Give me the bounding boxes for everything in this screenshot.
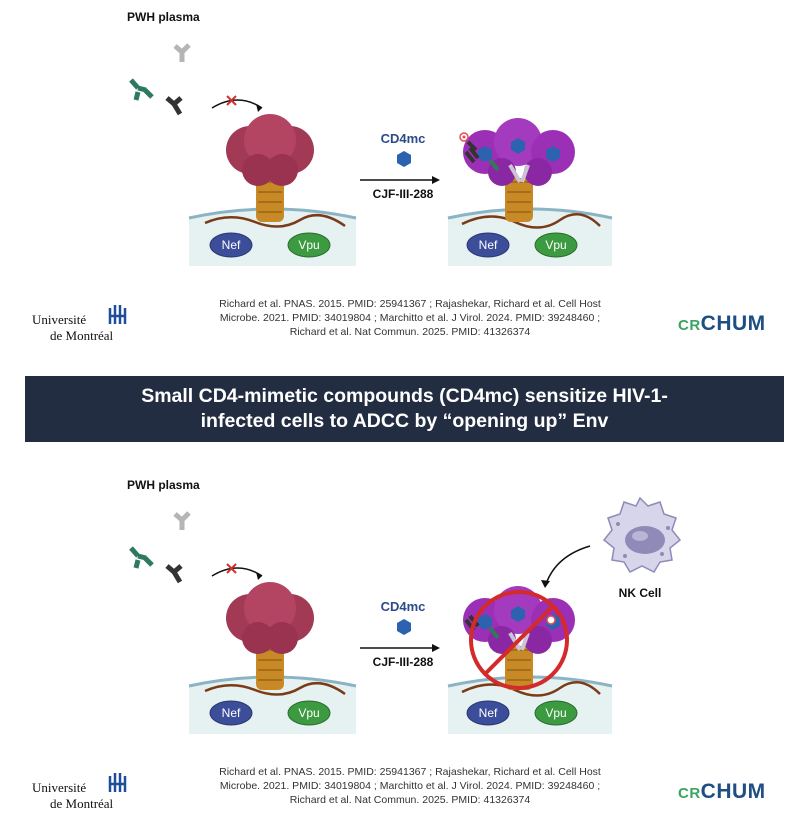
nk-cell-icon xyxy=(602,496,682,573)
crchum-logo-cr: CR xyxy=(678,785,701,802)
prohibition-icon xyxy=(469,590,569,690)
reference-line: Richard et al. Nat Commun. 2025. PMID: 4… xyxy=(289,794,531,806)
reference-line: Microbe. 2021. PMID: 34019804 ; Marchitt… xyxy=(219,780,601,792)
bottom-panel: Nef Vpu Nef Vpu PWH plasma CD4mc CJF-III… xyxy=(0,468,810,823)
cd4mc-bound-1 xyxy=(478,614,492,630)
udem-emblem-icon xyxy=(108,773,127,792)
nef-oval-left xyxy=(209,232,253,258)
vpu-label-right: Vpu xyxy=(545,706,566,720)
reference-line: Richard et al. PNAS. 2015. PMID: 2594136… xyxy=(219,766,601,778)
antibody-gray xyxy=(173,43,191,62)
env-trimer-open xyxy=(459,118,575,222)
reaction-arrow xyxy=(360,176,440,184)
blocked-arrow xyxy=(211,563,263,580)
nef-label-right: Nef xyxy=(479,706,498,720)
cd4mc-bound-2 xyxy=(511,138,525,154)
antibody-dark xyxy=(165,96,183,116)
plasma-label: PWH plasma xyxy=(127,478,200,492)
title-banner: Small CD4-mimetic compounds (CD4mc) sens… xyxy=(25,376,784,442)
vpu-oval-right xyxy=(534,700,578,726)
udem-logo-line2: de Montréal xyxy=(50,328,114,343)
vpu-label-left: Vpu xyxy=(298,706,319,720)
drug-code: CJF-III-288 xyxy=(372,655,434,669)
udem-logo: Université de Montréal xyxy=(32,300,142,345)
drug-name: CD4mc xyxy=(380,599,426,614)
references: Richard et al. PNAS. 2015. PMID: 2594136… xyxy=(195,765,625,807)
nef-oval-right xyxy=(466,700,510,726)
vpu-oval-right xyxy=(534,232,578,258)
reference-line: Microbe. 2021. PMID: 34019804 ; Marchitt… xyxy=(219,312,601,324)
udem-logo-line1: Université xyxy=(32,780,87,795)
vpu-label-left: Vpu xyxy=(298,238,319,252)
crchum-logo: CRCHUM xyxy=(678,780,766,804)
nef-oval-right xyxy=(466,232,510,258)
crchum-logo: CRCHUM xyxy=(678,312,766,336)
env-trimer-closed xyxy=(226,114,314,222)
reaction-arrow xyxy=(360,644,440,652)
cd4mc-bound-1 xyxy=(478,146,492,162)
antibody-green xyxy=(129,546,154,569)
vpu-oval-left xyxy=(287,232,331,258)
env-trimer-open xyxy=(463,586,575,690)
top-diagram: Nef Vpu Nef Vpu xyxy=(129,43,613,266)
drug-name: CD4mc xyxy=(380,131,426,146)
nk-arrow xyxy=(541,545,591,588)
nef-label-left: Nef xyxy=(222,238,241,252)
crchum-logo-cr: CR xyxy=(678,317,701,334)
crchum-logo-chum: CHUM xyxy=(700,312,766,335)
cd4mc-hexagon-icon xyxy=(397,619,411,635)
vpu-label-right: Vpu xyxy=(545,238,566,252)
banner-line-2: infected cells to ADCC by “opening up” E… xyxy=(200,410,609,432)
udem-logo-line1: Université xyxy=(32,312,87,327)
reference-line: Richard et al. PNAS. 2015. PMID: 2594136… xyxy=(219,298,601,310)
cd4mc-bound-2 xyxy=(511,606,525,622)
reference-line: Richard et al. Nat Commun. 2025. PMID: 4… xyxy=(289,326,531,338)
udem-logo: Université de Montréal xyxy=(32,768,142,813)
udem-logo-line2: de Montréal xyxy=(50,796,114,811)
udem-emblem-icon xyxy=(108,305,127,324)
nef-label-right: Nef xyxy=(479,238,498,252)
antibody-green xyxy=(129,78,154,101)
crchum-logo-chum: CHUM xyxy=(700,780,766,803)
env-trimer-closed xyxy=(226,582,314,690)
vpu-oval-left xyxy=(287,700,331,726)
nk-cell-label: NK Cell xyxy=(618,586,662,600)
antibody-gray xyxy=(173,511,191,530)
top-panel: Nef Vpu Nef Vpu PWH plasma CD4mc CJF-III… xyxy=(0,0,810,355)
bottom-diagram: Nef Vpu Nef Vpu xyxy=(129,496,682,734)
plasma-label: PWH plasma xyxy=(127,10,200,24)
cd4mc-hexagon-icon xyxy=(397,151,411,167)
drug-code: CJF-III-288 xyxy=(372,187,434,201)
nef-oval-left xyxy=(209,700,253,726)
cd4mc-bound-3 xyxy=(546,146,560,162)
blocked-arrow xyxy=(211,95,263,112)
antibody-dark xyxy=(165,564,183,584)
nef-label-left: Nef xyxy=(222,706,241,720)
references: Richard et al. PNAS. 2015. PMID: 2594136… xyxy=(195,297,625,339)
banner-line-1: Small CD4-mimetic compounds (CD4mc) sens… xyxy=(141,385,668,407)
